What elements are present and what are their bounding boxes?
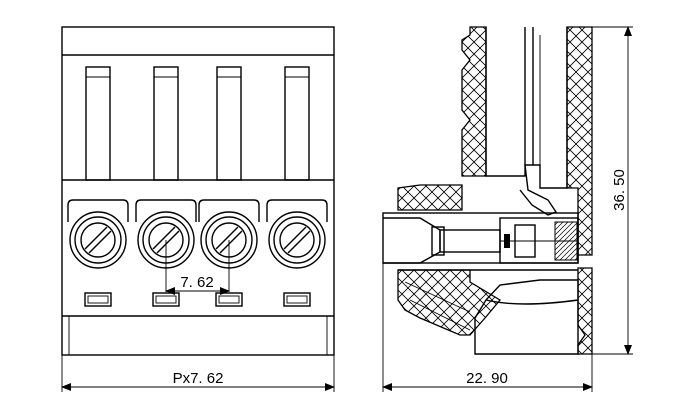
- release-slot-1: [85, 66, 111, 181]
- lower-curve: [485, 299, 579, 305]
- screw-recess-1: [67, 199, 129, 222]
- screw-shaft: [439, 229, 501, 253]
- test-window-inner-1: [87, 295, 109, 304]
- pitch-dimension: 7. 62: [165, 240, 230, 295]
- screw-slot-a-3: [215, 226, 239, 250]
- clamp-cage: [499, 217, 579, 264]
- wire-entry-housing: [382, 212, 579, 264]
- front-view: 7. 62 Px7. 62: [61, 26, 335, 392]
- pin-line-2: [404, 281, 471, 313]
- depth-label: 22. 90: [466, 370, 508, 387]
- screw-recess-2: [135, 199, 197, 222]
- height-label: 36. 50: [611, 169, 628, 211]
- test-window-4: [283, 292, 311, 307]
- housing-right-wall: [566, 26, 593, 256]
- screw-slot-a-4: [283, 226, 307, 250]
- housing-lower-right: [577, 267, 593, 355]
- screw-recess-3: [198, 199, 260, 222]
- screw-recess-4: [266, 199, 328, 222]
- release-slots: [85, 66, 310, 181]
- screw-terminals: [67, 199, 328, 269]
- screw-tip: [504, 234, 510, 248]
- screw-slot-b-2: [156, 230, 180, 254]
- side-view: 36. 50 22. 90: [382, 26, 633, 392]
- release-slot-2: [153, 66, 179, 181]
- screw-slot-a-1: [84, 226, 108, 250]
- screw-slot-b-3: [219, 230, 243, 254]
- screw-head-4: [279, 222, 315, 258]
- test-window-inner-3: [218, 295, 240, 304]
- front-body-outline: [61, 26, 335, 356]
- width-label: Px7. 62: [173, 370, 224, 387]
- housing-left-wall: [461, 26, 487, 177]
- screw-slot-b-4: [287, 230, 311, 254]
- lower-contact-body: [474, 279, 579, 355]
- screw-head-ring: [431, 226, 445, 256]
- clamp-spring: [519, 164, 558, 216]
- test-windows: [84, 292, 311, 307]
- height-dimension: 36. 50: [592, 26, 633, 355]
- width-dimension: Px7. 62: [61, 355, 335, 392]
- release-slot-3: [216, 66, 242, 181]
- screw-inner-ring-4: [273, 216, 321, 264]
- pin-line-1: [409, 299, 471, 331]
- test-window-inner-2: [155, 295, 177, 304]
- screw-slot-a-2: [152, 226, 176, 250]
- pitch-label: 7. 62: [180, 274, 213, 291]
- screw-inner-ring-1: [74, 216, 122, 264]
- housing-top-left-block: [397, 184, 463, 211]
- inner-chamber: [485, 27, 568, 189]
- screw-outer-ring-4: [268, 211, 326, 269]
- test-window-inner-4: [286, 295, 308, 304]
- test-window-2: [152, 292, 180, 307]
- screw-slot-b-1: [88, 230, 112, 254]
- test-window-3: [215, 292, 243, 307]
- depth-dimension: 22. 90: [382, 263, 593, 392]
- test-window-1: [84, 292, 112, 307]
- screw-outer-ring-1: [69, 211, 127, 269]
- release-slot-4: [284, 66, 310, 181]
- screw-head-1: [80, 222, 116, 258]
